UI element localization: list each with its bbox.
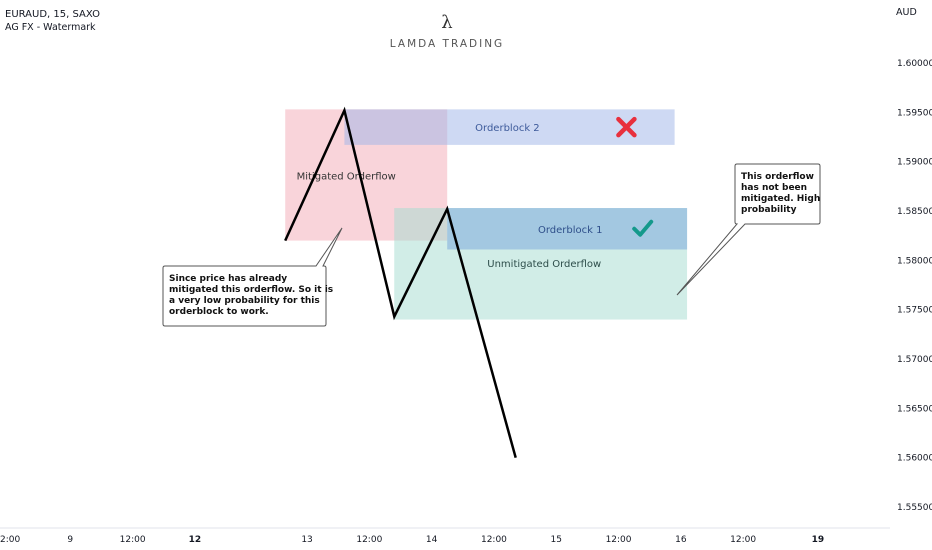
y-tick-label: 1.58000 <box>897 256 932 266</box>
y-tick-label: 1.59000 <box>897 158 932 168</box>
y-tick-label: 1.57000 <box>897 355 932 365</box>
callout-right[interactable]: This orderflow has not been mitigated. H… <box>676 163 821 296</box>
y-tick-label: 1.59500 <box>897 108 932 118</box>
zone-labels: Mitigated Orderflow Orderblock 2 Unmitigat… <box>297 123 603 270</box>
y-tick-label: 1.60000 <box>897 59 932 69</box>
callout-left-line: a very low probability for this <box>169 296 320 306</box>
cross-stroke <box>616 116 637 138</box>
lambda-logo-icon: λ <box>441 12 452 33</box>
callout-right-line: probability <box>741 205 797 215</box>
symbol-title[interactable]: EURAUD, 15, SAXO <box>5 9 100 20</box>
zone-label-unmitigated: Unmitigated Orderflow <box>487 259 601 270</box>
price-path-line <box>284 106 517 459</box>
y-tick-label: 1.55500 <box>897 503 932 513</box>
x-tick-label: 2:00 <box>0 535 20 545</box>
callout-right-line: This orderflow <box>741 172 814 182</box>
x-tick-label: 15 <box>551 535 562 545</box>
x-tick-label: 12:00 <box>356 535 382 545</box>
x-tick-label: 12:00 <box>730 535 756 545</box>
callout-left-bubble <box>162 227 343 327</box>
x-tick-label: 12:00 <box>606 535 632 545</box>
x-tick-label: 19 <box>812 535 825 545</box>
indicator-label[interactable]: AG FX - Watermark <box>5 22 96 33</box>
cross-mark-icon <box>616 116 637 138</box>
x-tick-label: 12 <box>189 535 202 545</box>
check-mark-icon <box>632 219 654 237</box>
currency-label: AUD <box>896 7 917 18</box>
x-tick-label: 9 <box>67 535 73 545</box>
y-tick-label: 1.58500 <box>897 207 932 217</box>
zone-label-mitigated: Mitigated Orderflow <box>297 171 396 182</box>
y-tick-label: 1.56000 <box>897 454 932 464</box>
x-tick-label: 12:00 <box>120 535 146 545</box>
callout-right-line: mitigated. High <box>741 194 820 204</box>
callout-left-line: mitigated this orderflow. So it is <box>169 285 333 295</box>
price-axis[interactable]: 1.60000 1.59500 1.59000 1.58500 1.58000 1.575… <box>897 59 932 513</box>
callout-left-line: Since price has already <box>169 274 287 284</box>
x-tick-label: 16 <box>675 535 687 545</box>
y-tick-label: 1.56500 <box>897 404 932 414</box>
x-tick-label: 14 <box>426 535 438 545</box>
y-tick-label: 1.57500 <box>897 306 932 316</box>
callout-left[interactable]: Since price has already mitigated this o… <box>162 227 343 327</box>
zone-label-ob1: Orderblock 1 <box>538 225 603 236</box>
zone-ob2 <box>344 109 675 145</box>
callout-right-bubble <box>676 163 821 296</box>
watermark-text: LAMDA TRADING <box>390 38 504 50</box>
callout-left-line: orderblock to work. <box>169 307 269 317</box>
time-axis[interactable]: 2:00 9 12:00 12 13 12:00 14 12:00 15 12:00 16 12:00… <box>0 535 824 545</box>
zone-label-ob2: Orderblock 2 <box>475 123 540 134</box>
x-tick-label: 13 <box>301 535 312 545</box>
orderflow-zones <box>285 109 688 320</box>
callout-right-line: has not been <box>741 183 807 193</box>
x-tick-label: 12:00 <box>481 535 507 545</box>
zone-marks <box>616 116 654 237</box>
